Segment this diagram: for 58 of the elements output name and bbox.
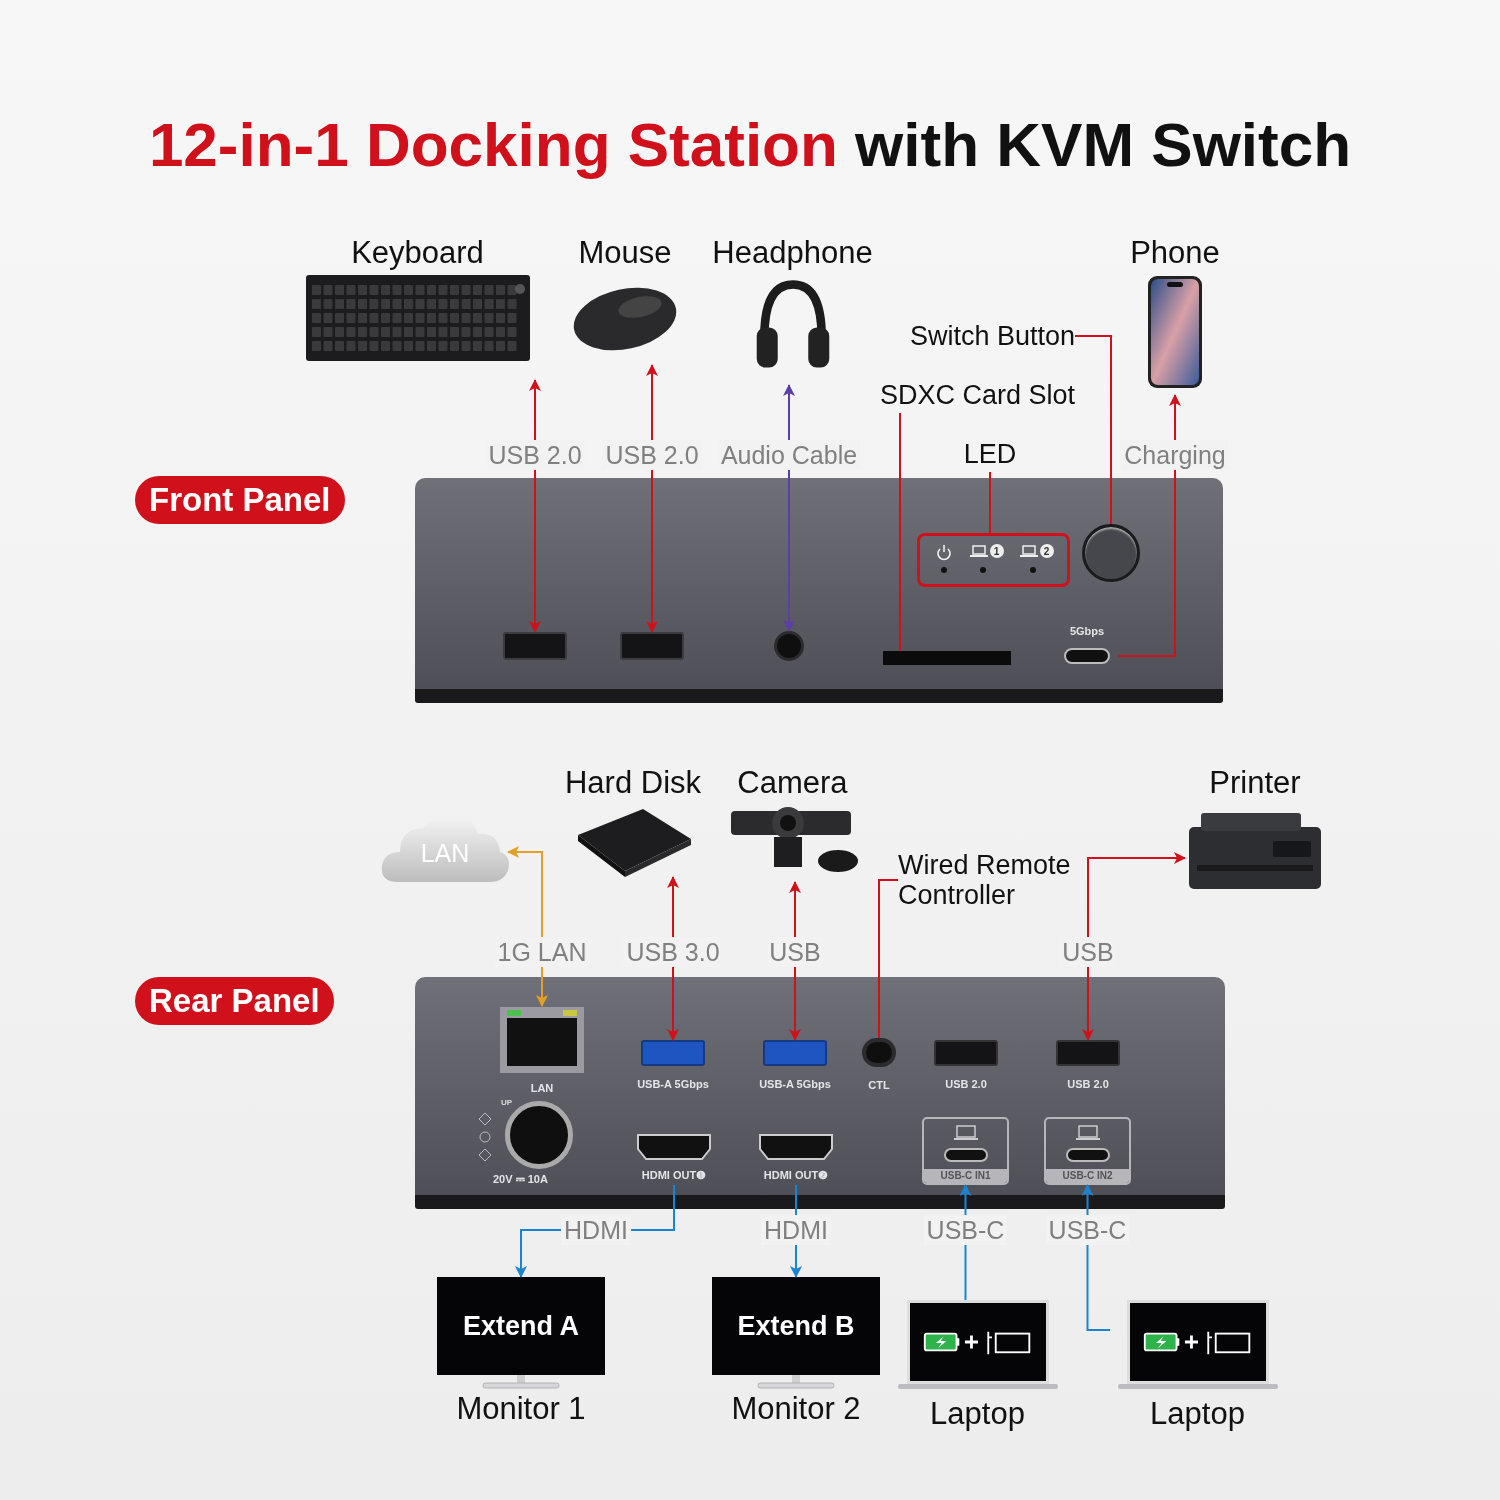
docking-station-rear xyxy=(415,977,1225,1209)
screen-text: Extend A xyxy=(463,1309,579,1343)
card-slot xyxy=(883,651,1011,665)
leader-line xyxy=(899,412,901,652)
connector-arrow xyxy=(529,379,541,633)
callout-label: Wired Remote Controller xyxy=(898,850,1072,910)
edge-label: HDMI xyxy=(561,1215,631,1245)
port-label: HDMI OUT❷ xyxy=(763,1168,829,1183)
leader-line xyxy=(878,879,899,1039)
port-label: HDMI OUT❶ xyxy=(641,1168,707,1183)
connector-arrow xyxy=(646,364,658,633)
callout-label: LED xyxy=(963,439,1017,469)
leader-line xyxy=(989,471,991,534)
device-label: Laptop xyxy=(930,1395,1025,1433)
edge-label: USB-C xyxy=(1045,1215,1130,1245)
port-label: USB-C IN2 xyxy=(1046,1169,1129,1183)
callout-label: SDXC Card Slot xyxy=(879,380,1075,410)
device-label: Mouse xyxy=(578,235,672,271)
device-label: Hard Disk xyxy=(564,765,702,801)
panel-badge: Front Panel xyxy=(135,476,345,524)
device-label: Monitor 2 xyxy=(731,1390,861,1428)
device-label: Printer xyxy=(1209,765,1301,801)
screen-text: Extend B xyxy=(737,1309,855,1343)
port-label: CTL xyxy=(868,1077,890,1093)
connector-arrow xyxy=(783,384,795,632)
port-label: UP xyxy=(501,1097,513,1109)
connector-arrow xyxy=(1082,852,1186,1041)
port-label: 20V ⎓ 10A xyxy=(493,1171,548,1187)
device-label: Laptop xyxy=(1150,1395,1245,1433)
usb-port xyxy=(620,632,684,660)
callout-label: Switch Button xyxy=(909,321,1075,351)
panel-badge: Rear Panel xyxy=(135,977,334,1025)
device-label: Keyboard xyxy=(351,235,484,271)
usb-c-port-frame xyxy=(1044,1117,1131,1185)
device-label: Headphone xyxy=(712,235,873,271)
title: 12-in-1 Docking Station with KVM Switch xyxy=(147,109,1353,181)
device-label: Phone xyxy=(1130,235,1220,271)
usb-c-port-frame xyxy=(922,1117,1009,1185)
port-label: USB 2.0 xyxy=(1067,1077,1109,1092)
edge-label: USB-C xyxy=(923,1215,1008,1245)
led-number: 1 xyxy=(989,544,1004,558)
port-label: LAN xyxy=(530,1081,554,1096)
led-number: 2 xyxy=(1039,544,1054,558)
device-label: Camera xyxy=(737,765,848,801)
led-indicator-panel xyxy=(917,533,1070,587)
docking-station-front xyxy=(415,478,1223,703)
port-label: USB 2.0 xyxy=(945,1077,987,1092)
port-label: USB-C IN1 xyxy=(924,1169,1007,1183)
edge-label: HDMI xyxy=(761,1215,831,1245)
connector-arrow xyxy=(1117,394,1181,657)
leader-line xyxy=(1074,335,1112,525)
device-label: Monitor 1 xyxy=(456,1390,586,1428)
port-label: USB-A 5Gbps xyxy=(759,1077,831,1092)
switch-button xyxy=(1082,524,1140,582)
usb-port xyxy=(503,632,567,660)
port-label: 5Gbps xyxy=(1069,624,1105,639)
port-label: USB-A 5Gbps xyxy=(637,1077,709,1092)
audio-jack xyxy=(774,631,804,661)
